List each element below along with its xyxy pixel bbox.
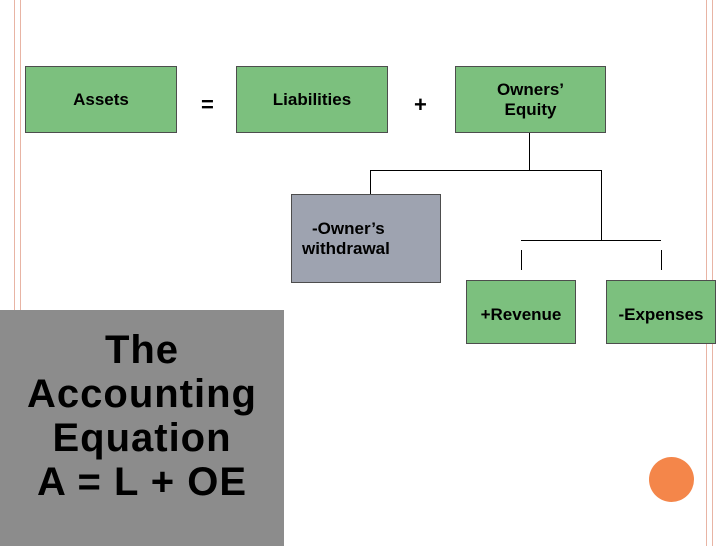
expenses-label: -Expenses [618, 305, 704, 324]
owner-withdrawal-box: -Owner’s withdrawal [291, 194, 441, 283]
title-line-3: Equation [52, 416, 232, 460]
withdrawal-label-line2: withdrawal [302, 238, 390, 258]
connector-to-expenses [661, 250, 662, 270]
expenses-box: -Expenses [606, 280, 716, 344]
liabilities-label: Liabilities [272, 89, 352, 109]
connector-to-withdrawal [370, 170, 371, 194]
title-panel [0, 310, 284, 546]
plus-sign: + [414, 92, 427, 117]
revenue-box: +Revenue [466, 280, 576, 344]
title-line-4: A = L + OE [36, 460, 248, 504]
equals-sign: = [201, 92, 214, 117]
decorative-orange-circle [649, 457, 694, 502]
owners-equity-box: Owners’ Equity [455, 66, 606, 133]
title-line-2: Accounting [27, 372, 257, 416]
connector-top-horizontal [370, 170, 602, 171]
owners-equity-label-line2: Equity [504, 99, 557, 119]
connector-lower-horizontal [521, 240, 661, 241]
withdrawal-label-line1: -Owner’s [312, 218, 385, 238]
right-frame-line-inner [706, 0, 707, 546]
connector-right-down [601, 170, 602, 240]
left-frame-line-inner [20, 0, 21, 546]
connector-to-revenue [521, 250, 522, 270]
connector-equity-down [529, 133, 530, 170]
title-line-1: The [104, 328, 180, 372]
right-frame-line-outer [712, 0, 713, 546]
assets-box: Assets [25, 66, 177, 133]
assets-label: Assets [73, 89, 129, 109]
owners-equity-label-line1: Owners’ [496, 79, 565, 99]
revenue-label: +Revenue [480, 305, 562, 324]
left-frame-line-outer [14, 0, 15, 546]
liabilities-box: Liabilities [236, 66, 388, 133]
slide-title: The Accounting Equation A = L + OE [0, 328, 284, 504]
